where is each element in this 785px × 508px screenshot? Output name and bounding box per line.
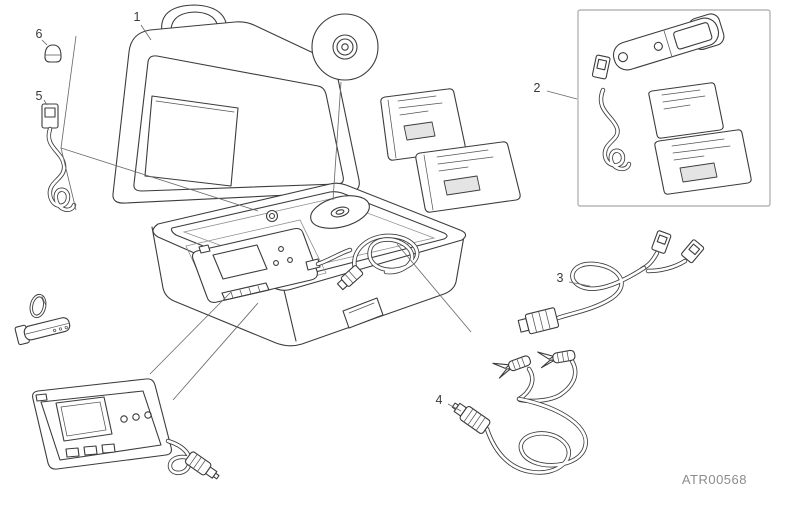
callout-2: 2 <box>534 81 541 95</box>
coiled-cable-in-case <box>336 236 417 291</box>
shoulder-strap <box>14 317 71 346</box>
power-clip-cable <box>451 349 586 473</box>
case-lid <box>112 21 360 204</box>
tester-body <box>32 378 172 470</box>
key-fob <box>612 13 725 71</box>
callout-3: 3 <box>557 271 564 285</box>
cable3-main-plug <box>517 307 560 335</box>
interface-cable <box>517 230 705 335</box>
cable3-plug-a <box>651 230 672 254</box>
alligator-clip-1 <box>492 355 531 379</box>
cd-in-case <box>310 195 370 229</box>
callout-1: 1 <box>134 10 141 24</box>
tester-power-connector <box>184 451 220 480</box>
manual-booklet-2 <box>415 141 521 213</box>
part-code: ATR00568 <box>682 472 747 487</box>
cd-disc <box>311 13 379 81</box>
kit-booklet-2 <box>654 129 752 195</box>
leader-lines <box>41 24 591 412</box>
kit-usb-cable <box>591 54 629 169</box>
callout-4: 4 <box>436 393 443 407</box>
lid-document <box>144 95 239 187</box>
tester-power-cable <box>168 441 220 480</box>
usb-cable <box>41 103 74 210</box>
cable3-plug-b <box>681 239 705 264</box>
tester-in-case <box>191 227 351 303</box>
callout-6: 6 <box>36 27 43 41</box>
protective-cap <box>44 44 62 63</box>
case-latch <box>342 297 384 329</box>
cap-in-case <box>265 209 279 223</box>
coil-connector <box>336 265 364 291</box>
callout-5: 5 <box>36 89 43 103</box>
key-kit-box <box>577 9 771 207</box>
alligator-clip-2 <box>537 349 576 369</box>
tester-device <box>14 293 220 480</box>
manual-booklet-1 <box>380 88 466 161</box>
kit-booklet-1 <box>648 82 724 139</box>
carry-case <box>112 4 467 347</box>
power-plug <box>451 402 491 434</box>
tester-screen <box>55 396 113 442</box>
carabiner <box>29 293 47 319</box>
